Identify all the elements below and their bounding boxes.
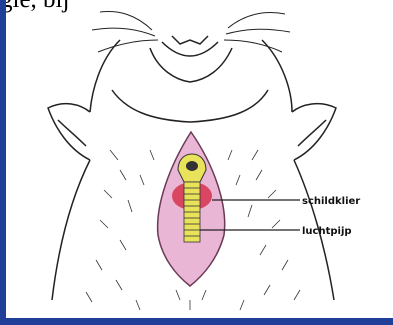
trachea — [184, 182, 200, 242]
whiskers — [92, 12, 290, 52]
thyroid-label: schildklier — [302, 196, 360, 207]
trachea-label: luchtpijp — [302, 226, 352, 237]
chin — [150, 36, 232, 82]
